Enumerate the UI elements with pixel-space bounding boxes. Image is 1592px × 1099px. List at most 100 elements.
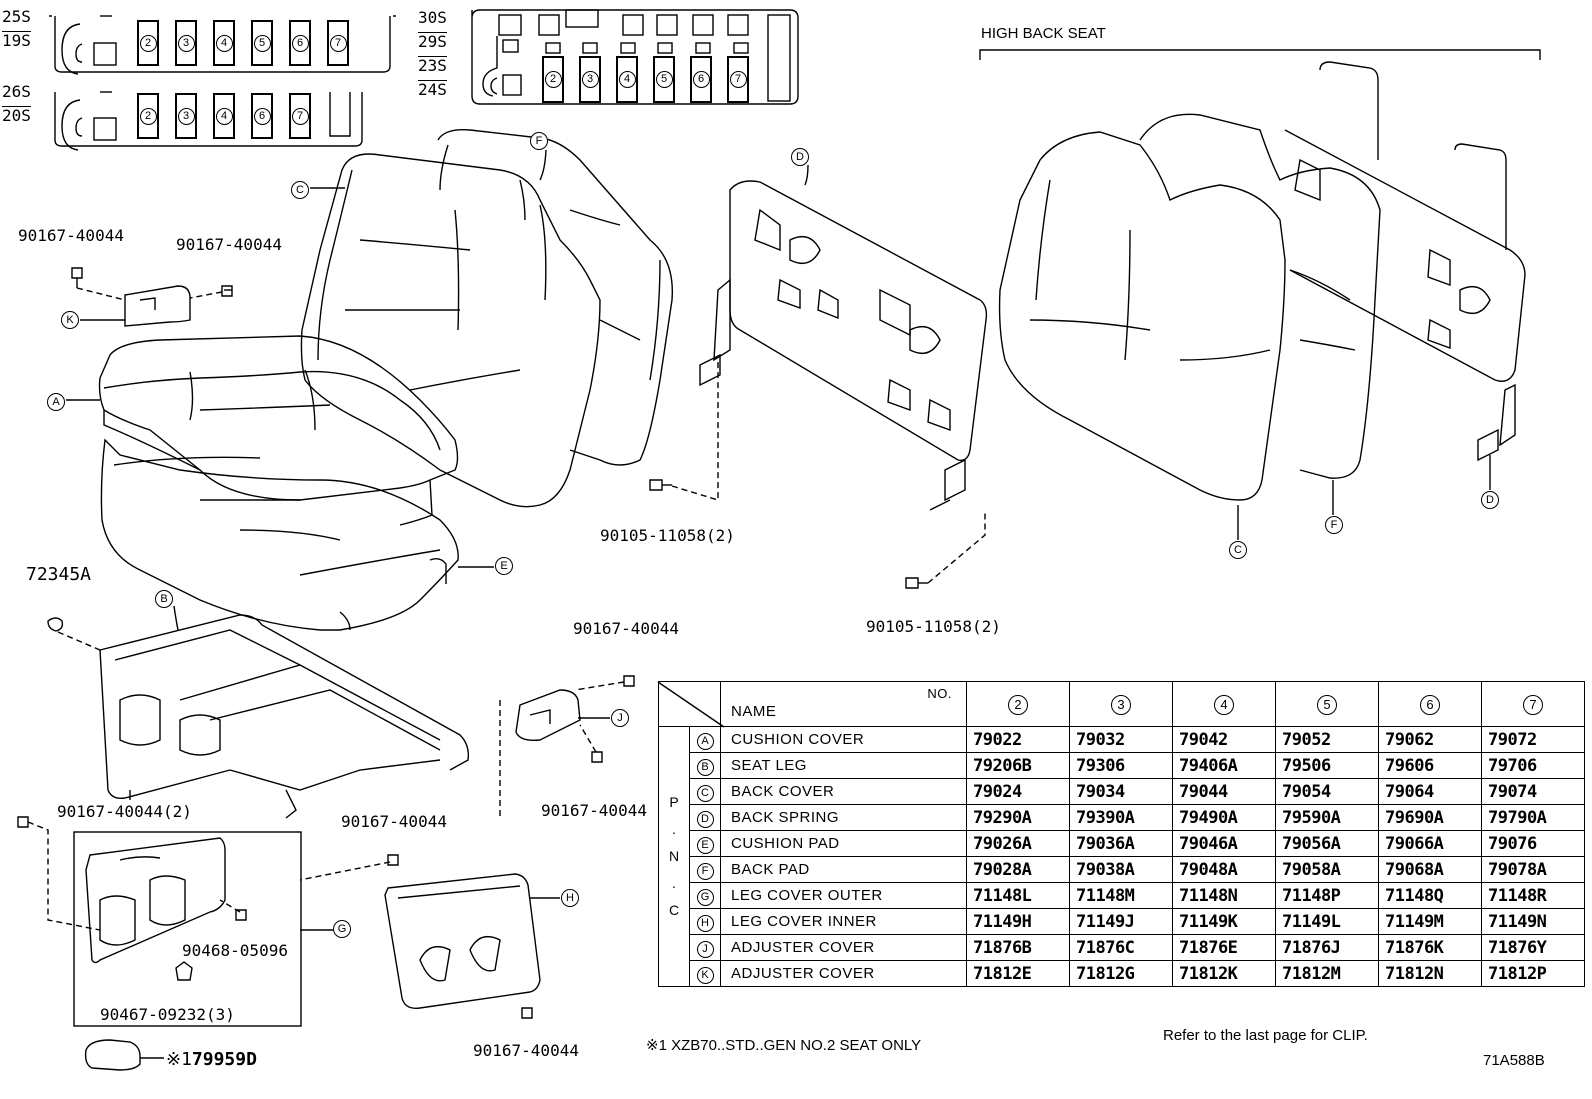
row-ref: K xyxy=(689,960,721,987)
layout-code: 30S xyxy=(418,8,447,27)
part-name: LEG COVER INNER xyxy=(720,908,967,935)
leg-cover-outer-box xyxy=(73,831,302,1027)
part-code: 71876B xyxy=(966,934,1070,961)
layout-seat-number: 3 xyxy=(581,71,599,88)
part-code: 79028A xyxy=(966,856,1070,883)
part-code: 79390A xyxy=(1069,804,1173,831)
part-code: 79024 xyxy=(966,778,1070,805)
layout-seat-number: 6 xyxy=(692,71,710,88)
cushion-cover-drawing xyxy=(98,335,459,526)
part-code: 79506 xyxy=(1275,752,1379,779)
layout-seat-box: 4 xyxy=(213,20,235,66)
part-code: 71148N xyxy=(1172,882,1276,909)
part-label: 90467-09232(3) xyxy=(100,1005,235,1024)
part-code: 79066A xyxy=(1378,830,1482,857)
part-name: ADJUSTER COVER xyxy=(720,960,967,987)
high-back-pad-drawing xyxy=(1139,113,1381,479)
callout-c: C xyxy=(291,181,309,199)
layout-seat-box: 2 xyxy=(542,56,564,103)
part-code: 79054 xyxy=(1275,778,1379,805)
layout-seat-number: 5 xyxy=(655,71,673,88)
layout-seat-number: 7 xyxy=(329,34,347,52)
part-code: 71812G xyxy=(1069,960,1173,987)
row-ref: H xyxy=(689,908,721,935)
part-label: 90105-11058(2) xyxy=(866,617,1001,636)
part-code: 79306 xyxy=(1069,752,1173,779)
part-code: 79038A xyxy=(1069,856,1173,883)
layout-seat-box: 3 xyxy=(579,56,601,103)
part-label: 90167-40044 xyxy=(176,235,282,254)
row-ref-letter: H xyxy=(696,915,714,932)
layout-seat-number: 6 xyxy=(291,34,309,52)
part-code: 79790A xyxy=(1481,804,1585,831)
callout-lines xyxy=(66,149,1491,931)
row-ref-letter: J xyxy=(696,941,714,958)
part-code: 71148Q xyxy=(1378,882,1482,909)
part-code: 79076 xyxy=(1481,830,1585,857)
callout-d-highback: D xyxy=(1481,491,1499,509)
part-code: 79062 xyxy=(1378,726,1482,753)
layout-code: 23S xyxy=(418,56,447,75)
layout-code: 26S xyxy=(2,82,31,101)
layout-code: 24S xyxy=(418,80,447,99)
layout-seat-box: 2 xyxy=(137,20,159,66)
callout-h: H xyxy=(561,889,579,907)
high-back-spring-drawing xyxy=(1284,61,1526,462)
callout-g: G xyxy=(333,920,351,938)
layout-seat-box: 3 xyxy=(175,93,197,139)
row-ref: D xyxy=(689,804,721,831)
layout-code: 20S xyxy=(2,106,31,125)
column-number: 2 xyxy=(1008,694,1028,715)
row-ref: A xyxy=(689,726,721,753)
layout-seat-box: 2 xyxy=(137,93,159,139)
part-code: 71149M xyxy=(1378,908,1482,935)
part-label: 90468-05096 xyxy=(182,941,288,960)
adjuster-cover-j-drawing xyxy=(515,689,581,742)
layout-seat-box: 7 xyxy=(727,56,749,103)
layout-seat-box: 4 xyxy=(213,93,235,139)
back-cover-drawing xyxy=(300,153,601,508)
seat-leg-drawing xyxy=(99,614,470,819)
layout-seat-number: 4 xyxy=(215,107,233,125)
part-label: 90167-40044 xyxy=(18,226,124,245)
row-ref-letter: K xyxy=(696,967,714,984)
part-code: 71876K xyxy=(1378,934,1482,961)
part-code: 71149K xyxy=(1172,908,1276,935)
leg-cover-outer-drawing xyxy=(85,837,226,964)
column-number: 3 xyxy=(1111,694,1131,715)
layout-seat-number: 2 xyxy=(544,71,562,88)
layout-code: 25S xyxy=(2,7,31,26)
row-ref: G xyxy=(689,882,721,909)
row-ref: B xyxy=(689,752,721,779)
part-code: 71876C xyxy=(1069,934,1173,961)
layout-seat-number: 2 xyxy=(139,107,157,125)
callout-e: E xyxy=(495,557,513,575)
part-code: 79072 xyxy=(1481,726,1585,753)
part-code: 79064 xyxy=(1378,778,1482,805)
part-code: 71812K xyxy=(1172,960,1276,987)
part-label: 90167-40044 xyxy=(473,1041,579,1060)
part-name: CUSHION COVER xyxy=(720,726,967,753)
part-name: SEAT LEG xyxy=(720,752,967,779)
part-code: 71148P xyxy=(1275,882,1379,909)
column-header: 3 xyxy=(1069,681,1173,727)
part-code: 71148L xyxy=(966,882,1070,909)
part-code: 79052 xyxy=(1275,726,1379,753)
back-pad-drawing xyxy=(437,129,674,466)
part-name: BACK SPRING xyxy=(720,804,967,831)
column-header: 5 xyxy=(1275,681,1379,727)
part-code: 71149J xyxy=(1069,908,1173,935)
part-code: 79074 xyxy=(1481,778,1585,805)
row-ref: F xyxy=(689,856,721,883)
layout-seat-box: 7 xyxy=(289,93,311,139)
part-code: 79290A xyxy=(966,804,1070,831)
part-code: 79606 xyxy=(1378,752,1482,779)
layout-seat-number: 6 xyxy=(253,107,271,125)
callout-b: B xyxy=(155,590,173,608)
part-code: 71149N xyxy=(1481,908,1585,935)
part-code: 79056A xyxy=(1275,830,1379,857)
